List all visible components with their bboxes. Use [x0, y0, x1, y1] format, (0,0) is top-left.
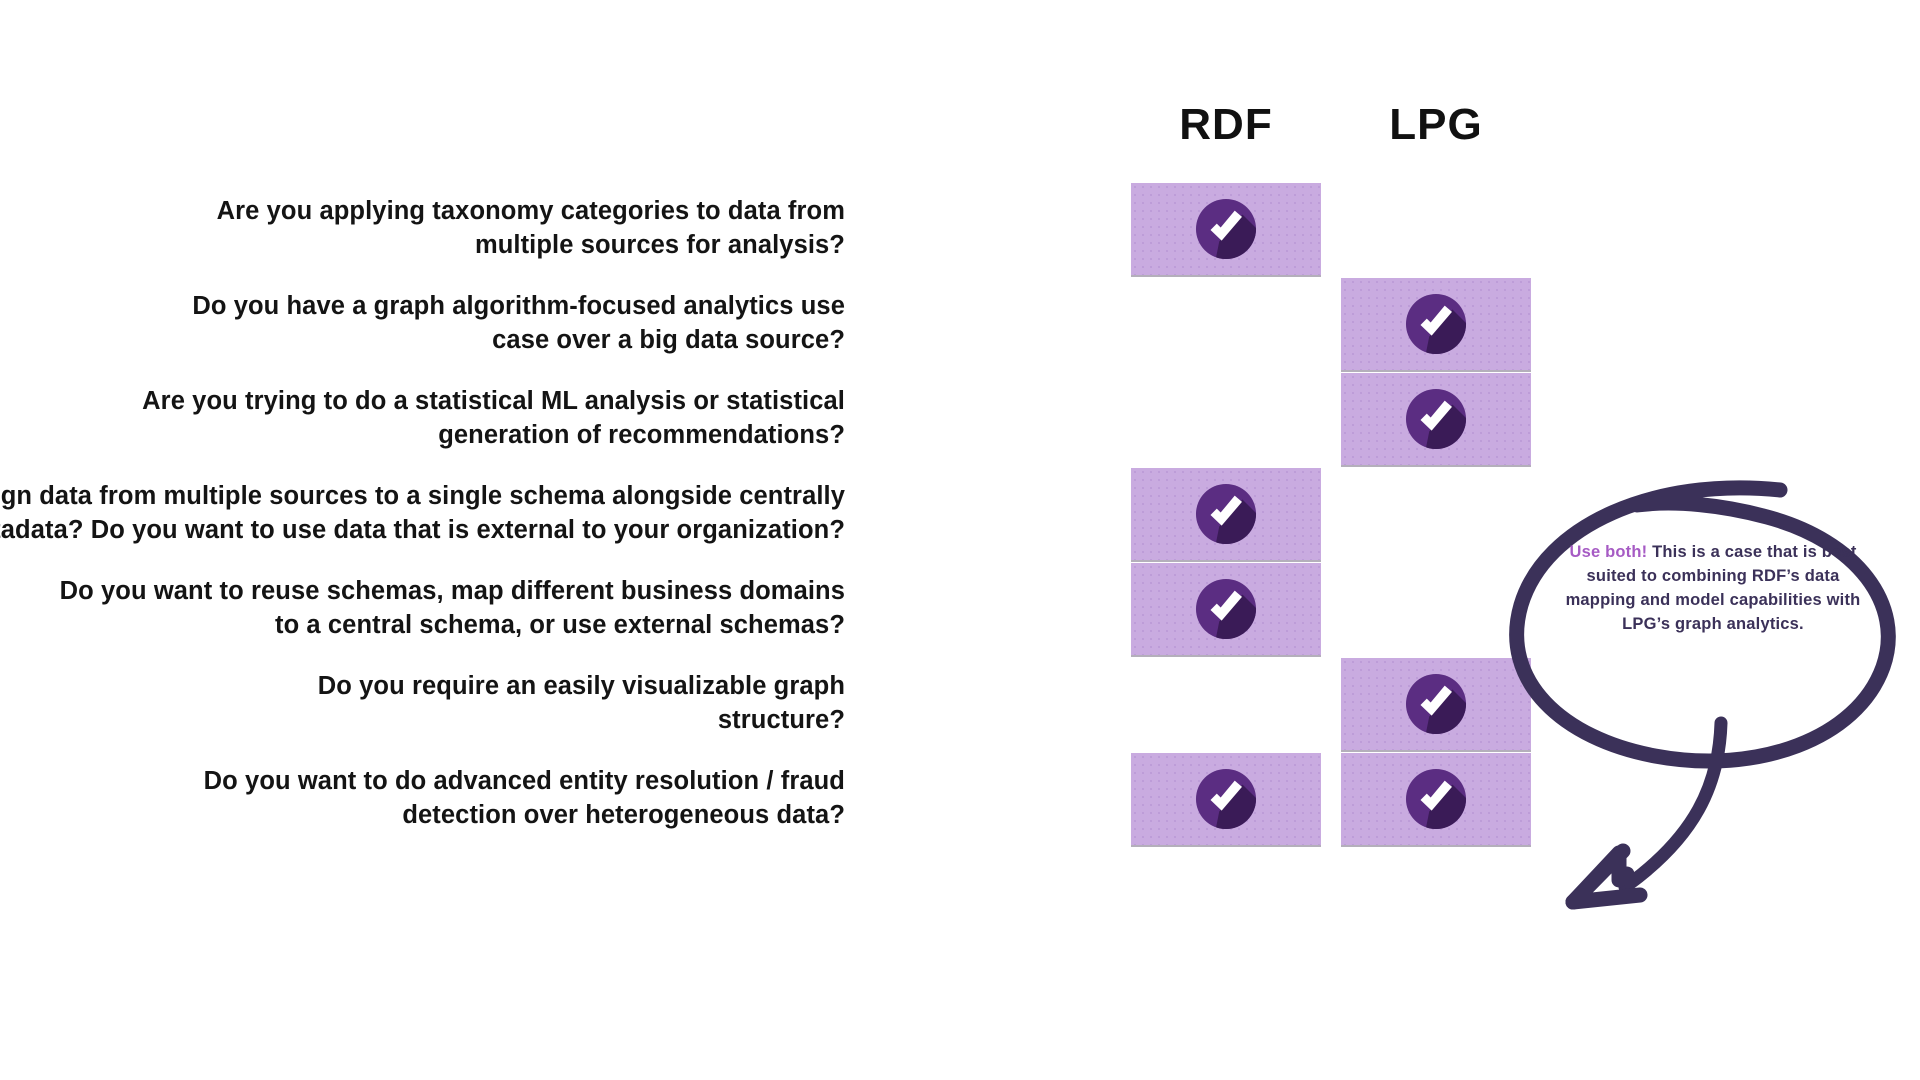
matrix-row: Are you trying to do a statistical ML an…	[0, 373, 1920, 465]
matrix-row: Do you require an easily visualizable gr…	[0, 658, 1920, 750]
check-circle-icon	[1195, 768, 1257, 830]
answer-cell-lpg[interactable]	[1341, 753, 1531, 845]
answer-cell-rdf[interactable]	[1131, 468, 1321, 560]
check-circle-icon	[1405, 293, 1467, 355]
check-circle-icon	[1195, 483, 1257, 545]
check-circle-icon	[1405, 388, 1467, 450]
answer-cell-lpg[interactable]	[1341, 373, 1531, 465]
matrix-row: Are you applying taxonomy categories to …	[0, 183, 1920, 275]
answer-cell-rdf[interactable]	[1131, 183, 1321, 275]
question-text: Do you require an easily visualizable gr…	[317, 672, 845, 734]
question-text: Do you want to reuse schemas, map differ…	[59, 577, 845, 639]
matrix-row: Do you want to do advanced entity resolu…	[0, 753, 1920, 845]
check-circle-icon	[1405, 768, 1467, 830]
question-text: Are you applying taxonomy categories to …	[216, 197, 845, 259]
cell-background	[1131, 183, 1321, 275]
question-text: Do you want to do advanced entity resolu…	[203, 767, 845, 829]
question-text: Do you want to align data from multiple …	[0, 482, 845, 544]
cell-background	[1131, 753, 1321, 845]
answer-cell-lpg[interactable]	[1341, 278, 1531, 370]
answer-cell-lpg[interactable]	[1341, 658, 1531, 750]
matrix-row: Do you have a graph algorithm-focused an…	[0, 278, 1920, 370]
check-circle-icon	[1405, 673, 1467, 735]
answer-cell-rdf[interactable]	[1131, 753, 1321, 845]
check-circle-icon	[1195, 578, 1257, 640]
check-circle-icon	[1195, 198, 1257, 260]
column-header-lpg: LPG	[1389, 100, 1483, 149]
column-header-rdf: RDF	[1179, 100, 1273, 149]
question-text: Do you have a graph algorithm-focused an…	[192, 292, 845, 354]
matrix-row: Do you want to reuse schemas, map differ…	[0, 563, 1920, 655]
matrix-row: Do you want to align data from multiple …	[0, 468, 1920, 560]
answer-cell-rdf[interactable]	[1131, 563, 1321, 655]
question-text: Are you trying to do a statistical ML an…	[142, 387, 845, 449]
